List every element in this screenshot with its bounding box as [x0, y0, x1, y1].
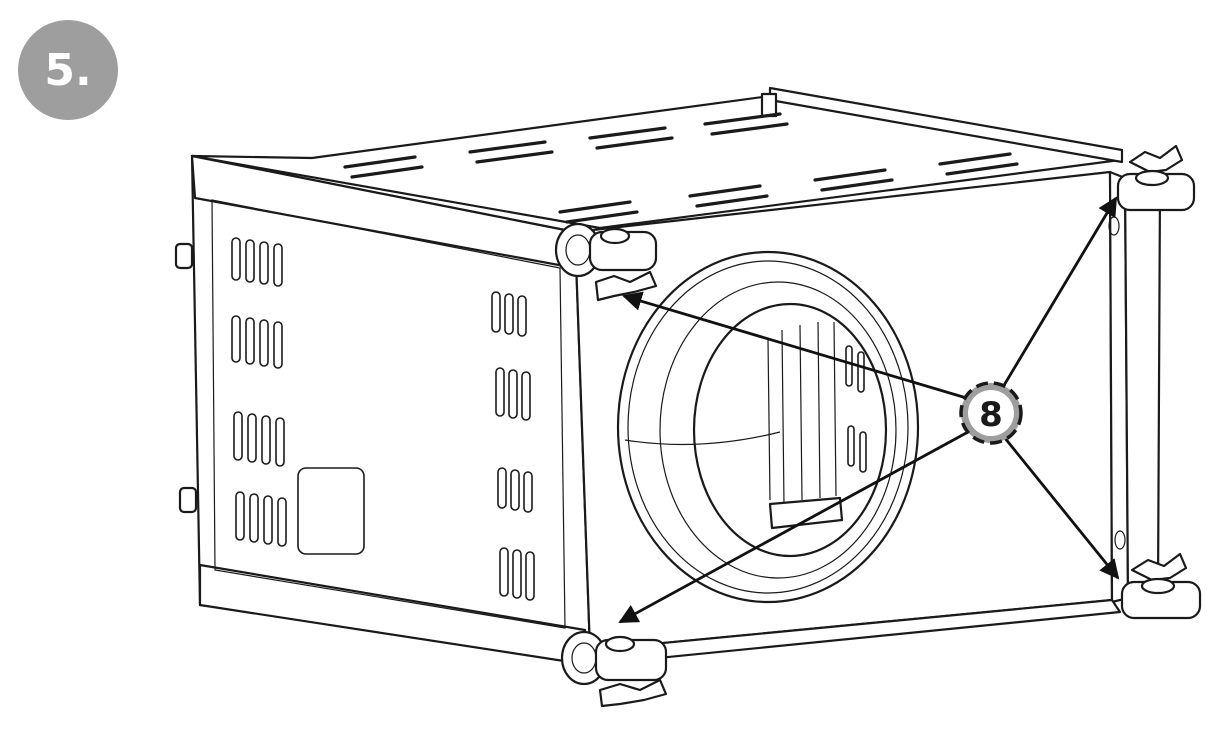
step-number-badge: 5.: [18, 20, 118, 120]
side-vent-slots: [231, 237, 535, 601]
step-number-label: 5.: [44, 44, 92, 96]
left-mount-tab-upper: [174, 242, 194, 270]
right-rear-post: [1123, 176, 1162, 600]
top-vent-slots: [343, 112, 1019, 224]
caster-wheel-top-left: [554, 222, 658, 302]
fan-housing: [174, 86, 1162, 667]
arrow-to-top-right-caster: [998, 196, 1118, 393]
callout-number: 8: [979, 395, 1003, 435]
arrow-to-top-left-caster: [622, 291, 991, 407]
duct-collar: [616, 250, 920, 604]
left-mount-tab-lower: [178, 486, 198, 514]
callout-bubble: 8: [959, 381, 1023, 445]
right-post-hole-lower: [1114, 530, 1126, 550]
arrow-to-bottom-right-caster: [998, 431, 1120, 580]
arrow-to-bottom-left-caster: [618, 418, 991, 624]
left-inner-frame: [211, 199, 566, 629]
callout-arrows: [618, 196, 1120, 624]
caster-wheel-bottom-left: [560, 630, 668, 708]
caster-wheel-top-right: [1116, 144, 1196, 212]
internal-fan-frame: [767, 321, 867, 530]
side-access-panel: [297, 467, 365, 555]
caster-wheel-bottom-right: [1120, 552, 1202, 620]
top-rear-tab: [760, 92, 778, 118]
